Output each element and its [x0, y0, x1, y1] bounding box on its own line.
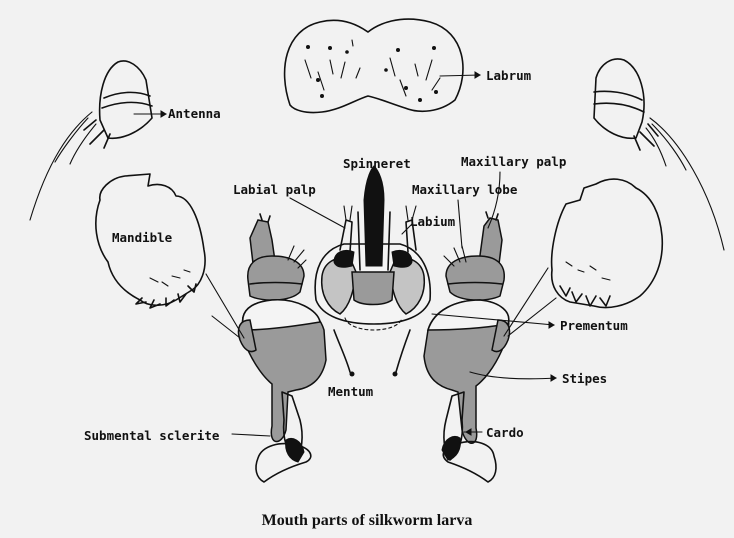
right-maxilla-drawing [424, 212, 510, 482]
label-mentum: Mentum [328, 384, 374, 399]
mentum-drawing [334, 330, 410, 377]
labrum-drawing [285, 19, 463, 112]
label-maxillary-lobe: Maxillary lobe [412, 182, 518, 197]
label-prementum: Prementum [560, 318, 628, 333]
label-spinneret: Spinneret [343, 156, 411, 171]
right-mandible-drawing [552, 179, 663, 307]
label-labial-palp: Labial palp [233, 182, 316, 197]
label-cardo: Cardo [486, 425, 524, 440]
label-labium: Labium [410, 214, 456, 229]
label-maxillary-palp: Maxillary palp [461, 154, 566, 169]
label-submental-sclerite: Submental sclerite [84, 428, 220, 443]
left-antenna-drawing [30, 61, 152, 220]
label-antenna: Antenna [168, 106, 221, 121]
figure-caption: Mouth parts of silkworm larva [262, 512, 473, 529]
label-mandible: Mandible [112, 230, 173, 245]
left-maxilla-drawing [238, 214, 326, 482]
label-stipes: Stipes [562, 371, 607, 386]
label-labrum: Labrum [486, 68, 532, 83]
